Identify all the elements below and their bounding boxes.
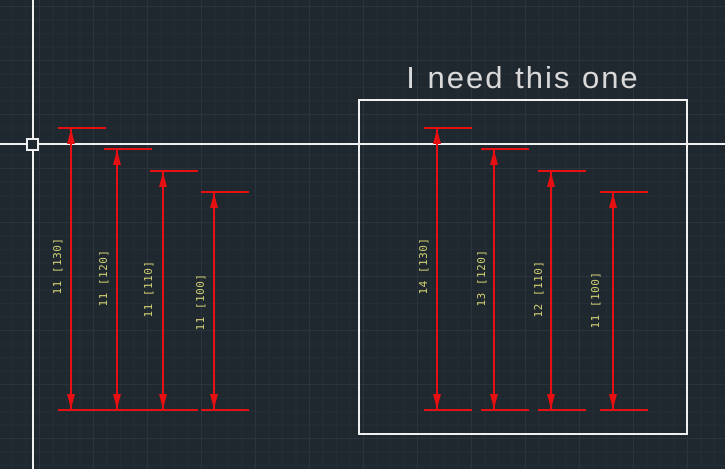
dimension-right-130[interactable] [424,127,472,411]
dimension-top-tick [600,191,648,193]
arrowhead-up-icon [159,172,167,187]
selection-rectangle[interactable] [358,99,688,435]
arrowhead-up-icon [433,129,441,144]
dimension-bottom-tick [424,409,472,411]
dimension-top-tick [150,170,198,172]
dimension-bottom-tick [104,409,152,411]
arrowhead-down-icon [159,394,167,409]
arrowhead-down-icon [609,394,617,409]
dimension-line [612,192,614,410]
crosshair-vertical-line [32,0,34,469]
arrowhead-up-icon [67,129,75,144]
dimension-label[interactable]: 11 [120] [96,249,110,307]
dimension-top-tick [58,127,106,129]
dimension-top-tick [481,148,529,150]
arrowhead-down-icon [67,394,75,409]
arrowhead-up-icon [210,193,218,208]
dimension-top-tick [424,127,472,129]
dimension-right-120[interactable] [481,148,529,411]
dimension-top-tick [538,170,586,172]
arrowhead-up-icon [113,150,121,165]
dimension-right-110[interactable] [538,170,586,411]
arrowhead-down-icon [490,394,498,409]
dimension-label[interactable]: 11 [130] [50,237,64,295]
dimension-bottom-tick [481,409,529,411]
dimension-line [550,171,552,410]
arrowhead-down-icon [210,394,218,409]
dimension-right-100[interactable] [600,191,648,411]
arrowhead-up-icon [609,193,617,208]
dimension-left-100[interactable] [201,191,249,411]
arrowhead-up-icon [547,172,555,187]
dimension-line [436,128,438,410]
crosshair-horizontal-line [0,143,725,145]
dimension-top-tick [104,148,152,150]
dimension-line [116,149,118,410]
dimension-bottom-tick [600,409,648,411]
arrowhead-up-icon [490,150,498,165]
dimension-line [162,171,164,410]
crosshair-pickbox [26,138,39,151]
annotation-title[interactable]: I need this one [406,60,640,95]
dimension-left-110[interactable] [150,170,198,411]
dimension-line [493,149,495,410]
dimension-bottom-tick [58,409,106,411]
dimension-label[interactable]: 11 [110] [141,260,155,318]
dimension-label[interactable]: 11 [100] [193,273,207,331]
dimension-left-130[interactable] [58,127,106,411]
dimension-bottom-tick [201,409,249,411]
dimension-top-tick [201,191,249,193]
arrowhead-down-icon [113,394,121,409]
dimension-line [70,128,72,410]
dimension-line [213,192,215,410]
dimension-left-120[interactable] [104,148,152,411]
dimension-bottom-tick [150,409,198,411]
arrowhead-down-icon [547,394,555,409]
arrowhead-down-icon [433,394,441,409]
dimension-bottom-tick [538,409,586,411]
